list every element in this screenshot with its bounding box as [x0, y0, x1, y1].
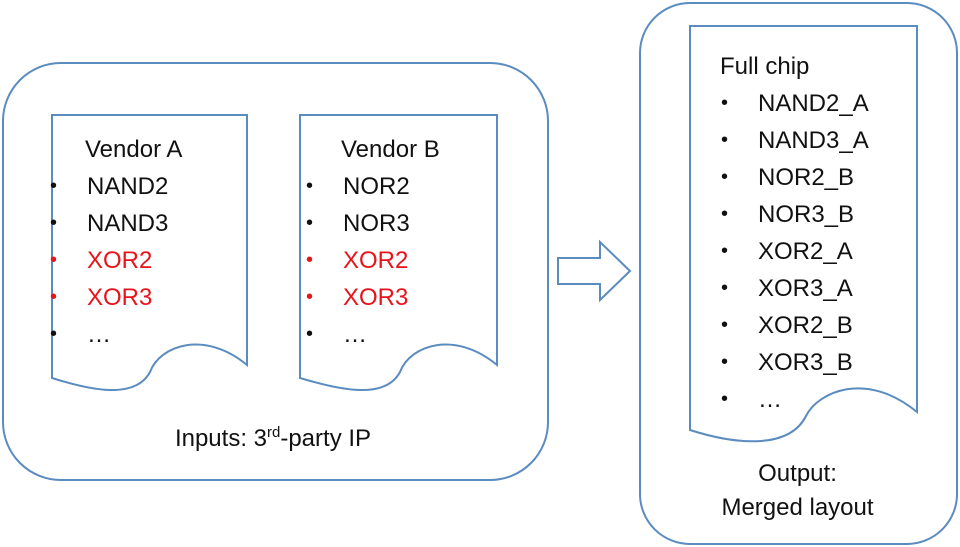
full-chip-cell-list: • NAND2_A • NAND3_A • NOR2_B • NOR3_B • XOR2_… — [719, 85, 869, 418]
inputs-container — [2, 62, 549, 481]
cell-label: NOR3_B — [758, 201, 855, 228]
list-item: • NOR2_B — [719, 159, 869, 196]
cell-label: XOR2 — [87, 247, 153, 274]
bullet-icon: • — [721, 129, 729, 151]
full-chip-document: Full chip • NAND2_A • NAND3_A • NOR2_B • NOR… — [720, 48, 869, 418]
merge-arrow — [557, 239, 632, 303]
list-item: • XOR3 — [48, 279, 182, 316]
inputs-caption-sup: rd — [267, 424, 281, 441]
list-item: • XOR2 — [48, 242, 182, 279]
list-item: •… — [304, 316, 440, 353]
cell-label: NAND3_A — [758, 127, 869, 154]
bullet-icon: • — [721, 203, 729, 225]
cell-label: NOR2_B — [758, 164, 855, 191]
inputs-caption-prefix: Inputs: 3 — [174, 425, 267, 452]
bullet-icon: • — [306, 212, 314, 234]
bullet-icon: • — [721, 240, 729, 262]
full-chip-document-shape — [689, 25, 918, 443]
list-item: • NAND3_A — [719, 122, 869, 159]
bullet-icon: • — [721, 92, 729, 114]
list-item: • XOR2 — [304, 242, 440, 279]
list-item: • NAND3 — [48, 205, 182, 242]
cell-label: NOR2 — [343, 173, 410, 200]
vendor-b-document-shape — [299, 114, 498, 392]
full-chip-title: Full chip — [720, 53, 810, 80]
output-caption-line2: Merged layout — [721, 494, 874, 521]
cell-label: XOR2_B — [758, 312, 853, 339]
bullet-icon: • — [721, 314, 729, 336]
list-item: •… — [48, 316, 182, 353]
vendor-a-document: Vendor A •NAND2 •NAND3 •XOR2 •XOR3 •… — [50, 131, 183, 353]
list-item: •… — [719, 381, 869, 418]
list-item: • NAND2 — [48, 168, 182, 205]
bullet-icon: • — [50, 249, 58, 271]
cell-label: XOR2 — [343, 247, 409, 274]
bullet-icon: • — [50, 286, 58, 308]
output-caption: Output: Merged layout — [665, 457, 930, 525]
cell-label: XOR3 — [87, 284, 153, 311]
list-item: • NOR3 — [304, 205, 440, 242]
list-item: • XOR3_B — [719, 344, 869, 381]
vendor-a-cell-list: •NAND2 •NAND3 •XOR2 •XOR3 •… — [48, 168, 182, 353]
bullet-icon: • — [721, 351, 729, 373]
bullet-icon: • — [721, 277, 729, 299]
cell-label: NAND3 — [87, 210, 169, 237]
bullet-icon: • — [721, 388, 729, 410]
list-item: • NOR3_B — [719, 196, 869, 233]
vendor-b-title: Vendor B — [341, 136, 440, 163]
bullet-icon: • — [306, 175, 314, 197]
bullet-icon: • — [50, 323, 58, 345]
inputs-caption: Inputs: 3rd-party IP — [120, 422, 426, 456]
cell-label: XOR2_A — [758, 238, 853, 265]
cell-label: … — [87, 321, 111, 348]
bullet-icon: • — [50, 175, 58, 197]
list-item: • XOR2_A — [719, 233, 869, 270]
cell-label: XOR3 — [343, 284, 409, 311]
bullet-icon: • — [50, 212, 58, 234]
inputs-caption-suffix: -party IP — [280, 425, 372, 452]
list-item: • XOR3 — [304, 279, 440, 316]
output-caption-line1: Output: — [758, 460, 837, 487]
cell-label: XOR3_A — [758, 275, 853, 302]
cell-label: … — [758, 386, 782, 413]
output-container — [639, 2, 958, 545]
bullet-icon: • — [721, 166, 729, 188]
list-item: • NOR2 — [304, 168, 440, 205]
vendor-a-title: Vendor A — [85, 136, 183, 163]
bullet-icon: • — [306, 286, 314, 308]
cell-label: … — [343, 321, 367, 348]
vendor-b-cell-list: •NOR2 •NOR3 •XOR2 •XOR3 •… — [304, 168, 440, 353]
cell-label: NAND2 — [87, 173, 169, 200]
vendor-b-document: Vendor B •NOR2 •NOR3 •XOR2 •XOR3 •… — [306, 131, 440, 353]
cell-label: NAND2_A — [758, 90, 869, 117]
bullet-icon: • — [306, 323, 314, 345]
list-item: • XOR2_B — [719, 307, 869, 344]
cell-label: NOR3 — [343, 210, 410, 237]
cell-label: XOR3_B — [758, 349, 853, 376]
list-item: • XOR3_A — [719, 270, 869, 307]
bullet-icon: • — [306, 249, 314, 271]
vendor-a-document-shape — [51, 114, 248, 392]
list-item: • NAND2_A — [719, 85, 869, 122]
